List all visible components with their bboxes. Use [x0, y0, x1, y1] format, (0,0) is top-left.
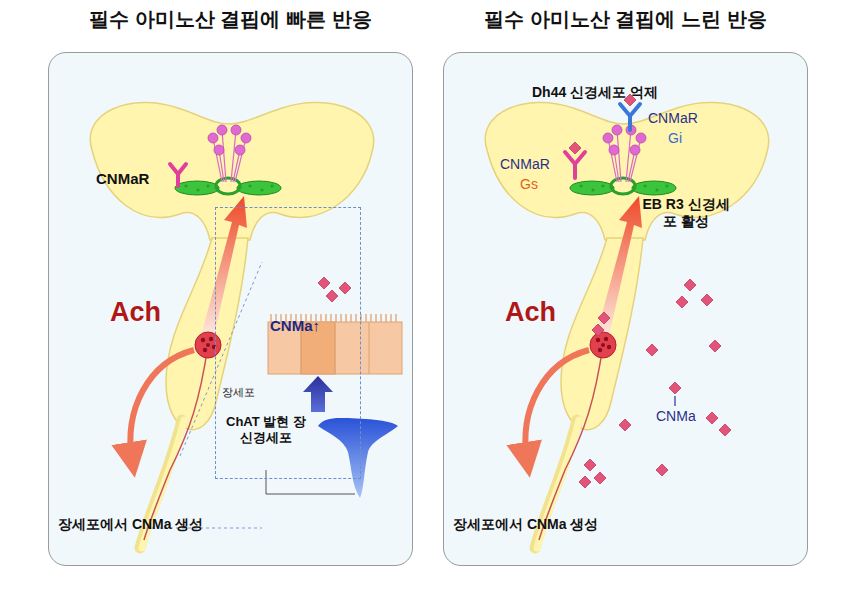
label: Ach — [110, 296, 161, 328]
inset-box: CNMa↑ 장세포 ChAT 발현 장 신경세포 — [215, 207, 361, 479]
label: 장세포에서 CNMa 생성 — [58, 516, 203, 533]
label: CNMaR — [96, 170, 149, 188]
label: 장세포에서 CNMa 생성 — [453, 516, 598, 533]
node-text: ChAT 발현 장 신경세포 — [224, 414, 308, 445]
label: Ach — [505, 296, 556, 328]
panel-title: 필수 아미노산 결핍에 느린 반응 — [444, 7, 807, 31]
node-text: CNMa↑ — [270, 317, 320, 335]
label: Dh44 신경세포 억제 — [532, 84, 658, 101]
label: EB R3 신경세포 활성 — [640, 196, 732, 230]
node-text: 장세포 — [222, 386, 255, 399]
panel: 필수 아미노산 결핍에 느린 반응 — [443, 52, 808, 566]
panel: 필수 아미노산 결핍에 빠른 반응CNMa↑장세포ChAT 발현 장 신경세포 — [48, 52, 413, 566]
panel-title: 필수 아미노산 결핍에 빠른 반응 — [49, 7, 412, 31]
label: Gi — [668, 130, 682, 147]
label: Gs — [520, 176, 538, 193]
label: CNMaR — [648, 110, 698, 127]
label: CNMa — [656, 408, 696, 425]
label: CNMaR — [500, 156, 550, 173]
